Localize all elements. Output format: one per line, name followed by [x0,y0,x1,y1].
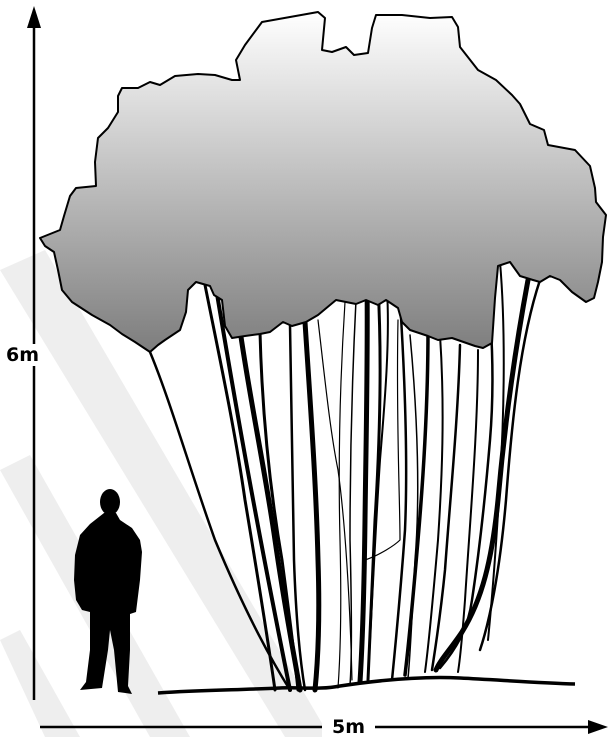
trunk [305,322,319,690]
trunk [368,290,388,680]
width-arrow-head [588,720,608,734]
trunk [432,345,460,670]
watermark-band [0,630,80,737]
trunk [360,278,367,682]
height-arrow-head [27,6,41,28]
ground-line [158,677,575,693]
person-head [100,489,120,515]
trunk [318,320,352,680]
trunk [350,300,356,685]
width-label: 5m [322,716,375,738]
trunk [405,330,428,675]
tree-canopy [40,12,606,352]
height-label: 6m [4,344,41,366]
